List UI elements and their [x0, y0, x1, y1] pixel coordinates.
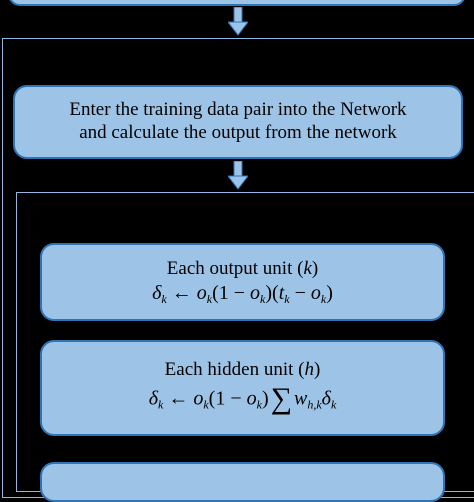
- next-step-box: [40, 462, 445, 502]
- hidden-delta-formula: δk ← ok(1 − ok)∑wh,kδk: [148, 382, 337, 416]
- output-unit-title: Each output unit (k): [166, 257, 319, 279]
- hidden-unit-title: Each hidden unit (h): [164, 358, 321, 380]
- previous-step-box: [8, 0, 466, 6]
- flow-arrow-2: [228, 161, 248, 190]
- hidden-unit-step: Each hidden unit (h) δk ← ok(1 − ok)∑wh,…: [40, 340, 445, 436]
- enter-line-1: Enter the training data pair into the Ne…: [69, 99, 407, 121]
- summation-symbol: ∑: [270, 382, 292, 416]
- flow-arrow-1: [228, 7, 248, 36]
- enter-line-2: and calculate the output from the networ…: [79, 122, 397, 143]
- output-delta-formula: δk ← ok(1 − ok)(tk − ok): [152, 281, 333, 306]
- enter-training-data-step: Enter the training data pair into the Ne…: [13, 85, 463, 159]
- output-unit-step: Each output unit (k) δk ← ok(1 − ok)(tk …: [40, 243, 445, 321]
